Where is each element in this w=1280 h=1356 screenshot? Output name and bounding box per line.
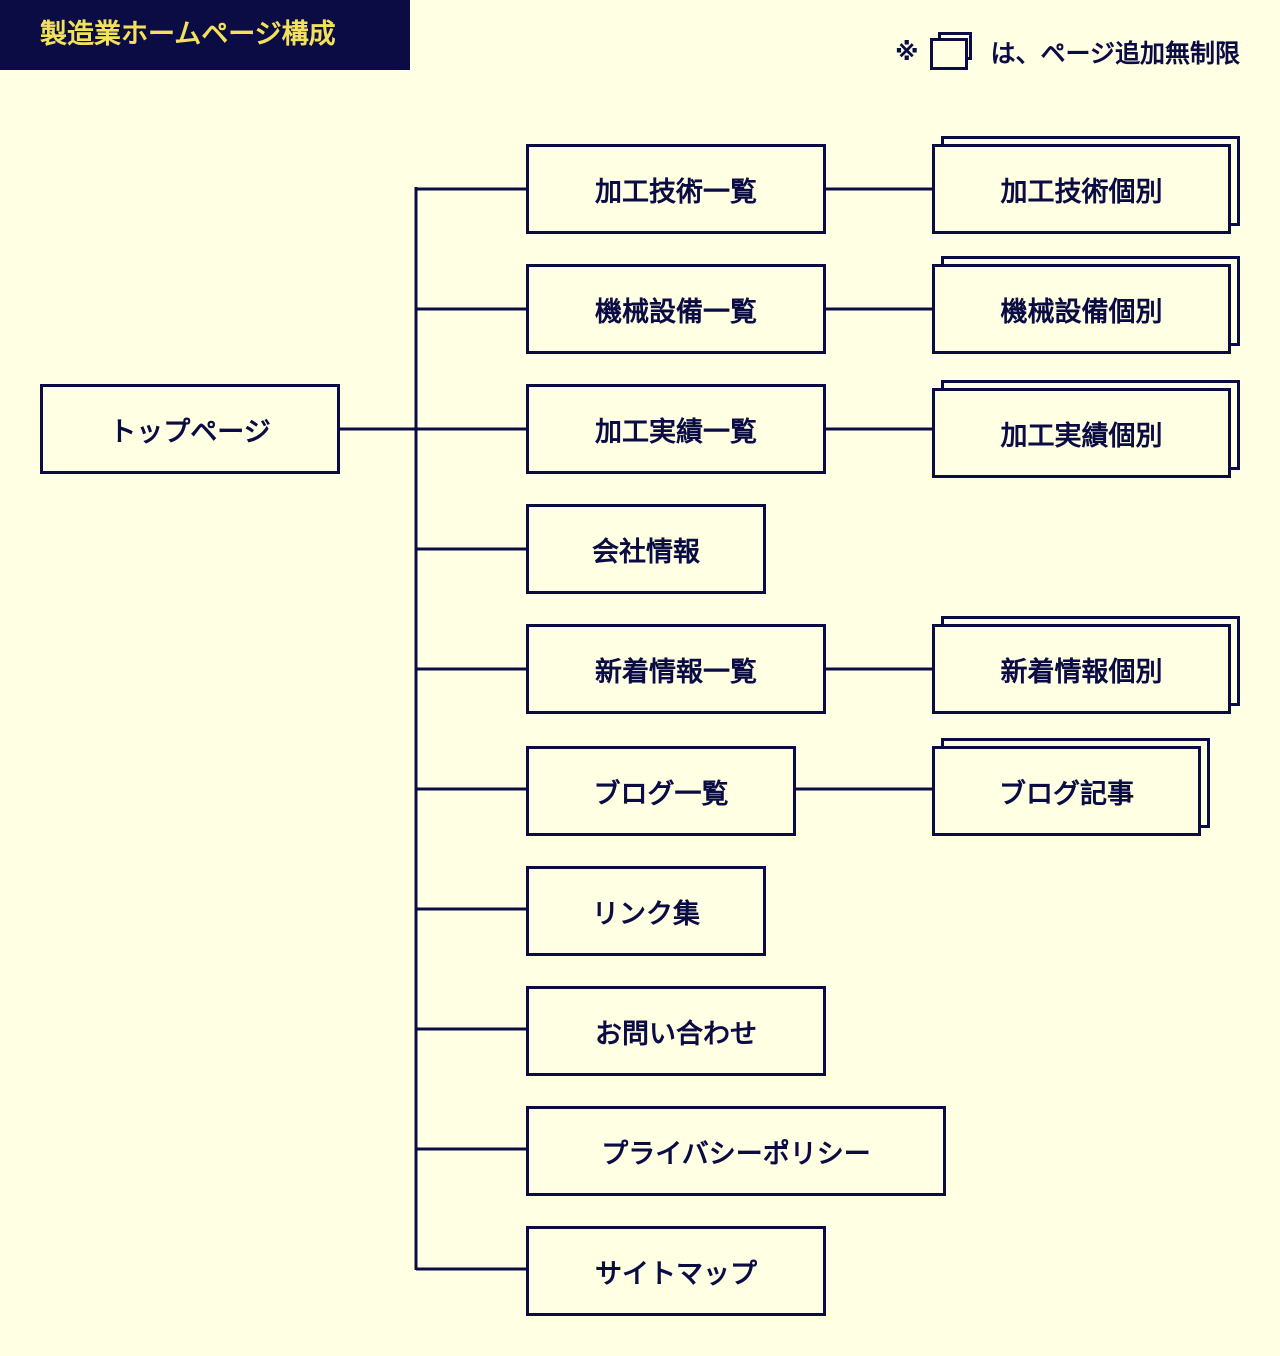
node-page: ブログ一覧 [526,746,796,836]
stacked-pages-icon [930,32,978,72]
node-child-page: 新着情報個別 [932,624,1231,714]
node-label: 加工技術個別 [1000,176,1163,208]
node-label: お問い合わせ [595,1018,757,1050]
node-child-page: 機械設備個別 [932,264,1231,354]
node-label: 機械設備一覧 [595,296,757,328]
node-label: プライバシーポリシー [601,1138,871,1170]
node-top-page: トップページ [40,384,340,474]
node-page: サイトマップ [526,1226,826,1316]
node-page: プライバシーポリシー [526,1106,946,1196]
node-child-page: 加工実績個別 [932,388,1231,478]
node-label: トップページ [109,416,271,448]
node-page: 加工技術一覧 [526,144,826,234]
legend: ※ は、ページ追加無制限 [895,30,1240,74]
note-mark: ※ [895,38,919,66]
node-child-page: 加工技術個別 [932,144,1231,234]
node-label: 加工技術一覧 [595,176,757,208]
node-page: 会社情報 [526,504,766,594]
node-page: リンク集 [526,866,766,956]
node-label: ブログ一覧 [593,778,729,810]
node-label: リンク集 [592,898,700,930]
node-page: 新着情報一覧 [526,624,826,714]
node-label: 加工実績一覧 [595,416,757,448]
title-banner: 製造業ホームページ構成 [0,0,410,70]
node-page: 機械設備一覧 [526,264,826,354]
node-page: 加工実績一覧 [526,384,826,474]
node-label: 新着情報個別 [1000,656,1163,688]
node-label: 会社情報 [592,536,700,568]
page-title: 製造業ホームページ構成 [40,19,336,50]
node-label: ブログ記事 [999,778,1134,810]
node-label: 機械設備個別 [1000,296,1163,328]
node-page: お問い合わせ [526,986,826,1076]
node-label: 新着情報一覧 [595,656,757,688]
legend-text: は、ページ追加無制限 [990,39,1240,68]
node-child-page: ブログ記事 [932,746,1201,836]
node-label: サイトマップ [595,1258,757,1290]
node-label: 加工実績個別 [1000,420,1163,452]
